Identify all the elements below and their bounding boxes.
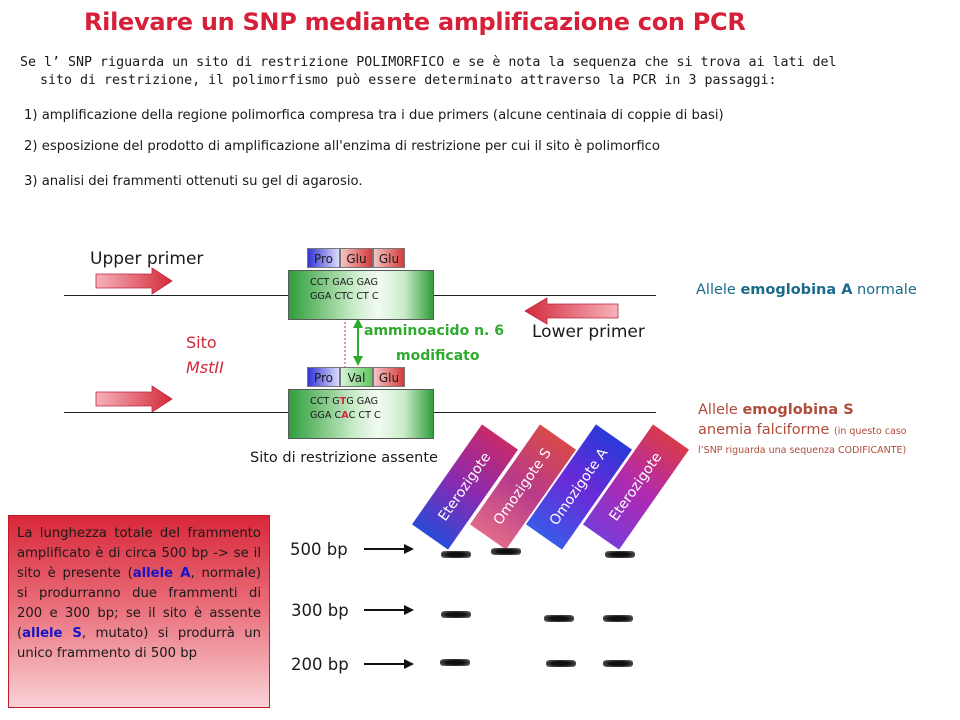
page-title: Rilevare un SNP mediante amplificazione … bbox=[84, 8, 746, 36]
intro-line-2: sito di restrizione, il polimorfismo può… bbox=[40, 73, 777, 88]
intro-line-1: Se l’ SNP riguarda un sito di restrizion… bbox=[20, 55, 837, 70]
sequence-box-normal: CCT GAG GAG GGA CTC CT C bbox=[288, 270, 434, 320]
gel-band bbox=[544, 615, 574, 622]
gel-band bbox=[491, 548, 521, 555]
gel-band bbox=[603, 615, 633, 622]
amino-acid-val: Val bbox=[340, 367, 373, 387]
lower-primer-arrow-icon bbox=[524, 297, 619, 325]
gel-band bbox=[441, 611, 471, 618]
allele-normal-label: Allele emoglobina A normale bbox=[696, 282, 917, 298]
amino-acid-glu: Glu bbox=[340, 248, 373, 268]
upper-primer-label: Upper primer bbox=[90, 249, 204, 269]
step-3: 3) analisi dei frammenti ottenuti su gel… bbox=[24, 174, 363, 189]
ladder-300: 300 bp bbox=[291, 601, 349, 620]
allele-mutant-label: Allele emoglobina S anemia falciforme (i… bbox=[698, 402, 907, 456]
step-2: 2) esposizione del prodotto di amplifica… bbox=[24, 139, 660, 154]
gel-band bbox=[603, 660, 633, 667]
gel-band bbox=[546, 660, 576, 667]
ladder-arrows bbox=[364, 544, 414, 669]
amino-label-line-2: modificato bbox=[396, 348, 480, 364]
upper-primer-arrow-icon bbox=[95, 267, 173, 295]
ladder-500: 500 bp bbox=[290, 540, 348, 559]
amino-acid-pro: Pro bbox=[307, 367, 340, 387]
site-absent-label: Sito di restrizione assente bbox=[250, 450, 438, 466]
gel-band bbox=[440, 659, 470, 666]
sequence-top: CCT GAG GAG bbox=[310, 277, 378, 288]
step-1: 1) amplificazione della regione polimorf… bbox=[24, 108, 724, 123]
intro-paragraph: Se l’ SNP riguarda un sito di restrizion… bbox=[20, 54, 950, 90]
sequence-bottom: GGA CTC CT C bbox=[310, 291, 379, 302]
sequence-bottom-mutant: GGA CAC CT C bbox=[310, 410, 381, 421]
ladder-200: 200 bp bbox=[291, 655, 349, 674]
info-box: La lunghezza totale del frammento amplif… bbox=[8, 515, 270, 708]
amino-label-line-1: amminoacido n. 6 bbox=[364, 323, 504, 339]
site-label: Sito bbox=[186, 333, 217, 352]
upper-primer-arrow-icon bbox=[95, 385, 173, 413]
lower-primer-label: Lower primer bbox=[532, 322, 645, 342]
gel-band bbox=[441, 551, 471, 558]
amino-acid-pro: Pro bbox=[307, 248, 340, 268]
sequence-box-mutant: CCT GTG GAG GGA CAC CT C bbox=[288, 389, 434, 439]
gel-band bbox=[605, 551, 635, 558]
site-enzyme-label: MstII bbox=[186, 358, 224, 377]
amino-acid-glu: Glu bbox=[373, 367, 405, 387]
amino-acid-glu: Glu bbox=[373, 248, 405, 268]
sequence-top-mutant: CCT GTG GAG bbox=[310, 396, 379, 407]
